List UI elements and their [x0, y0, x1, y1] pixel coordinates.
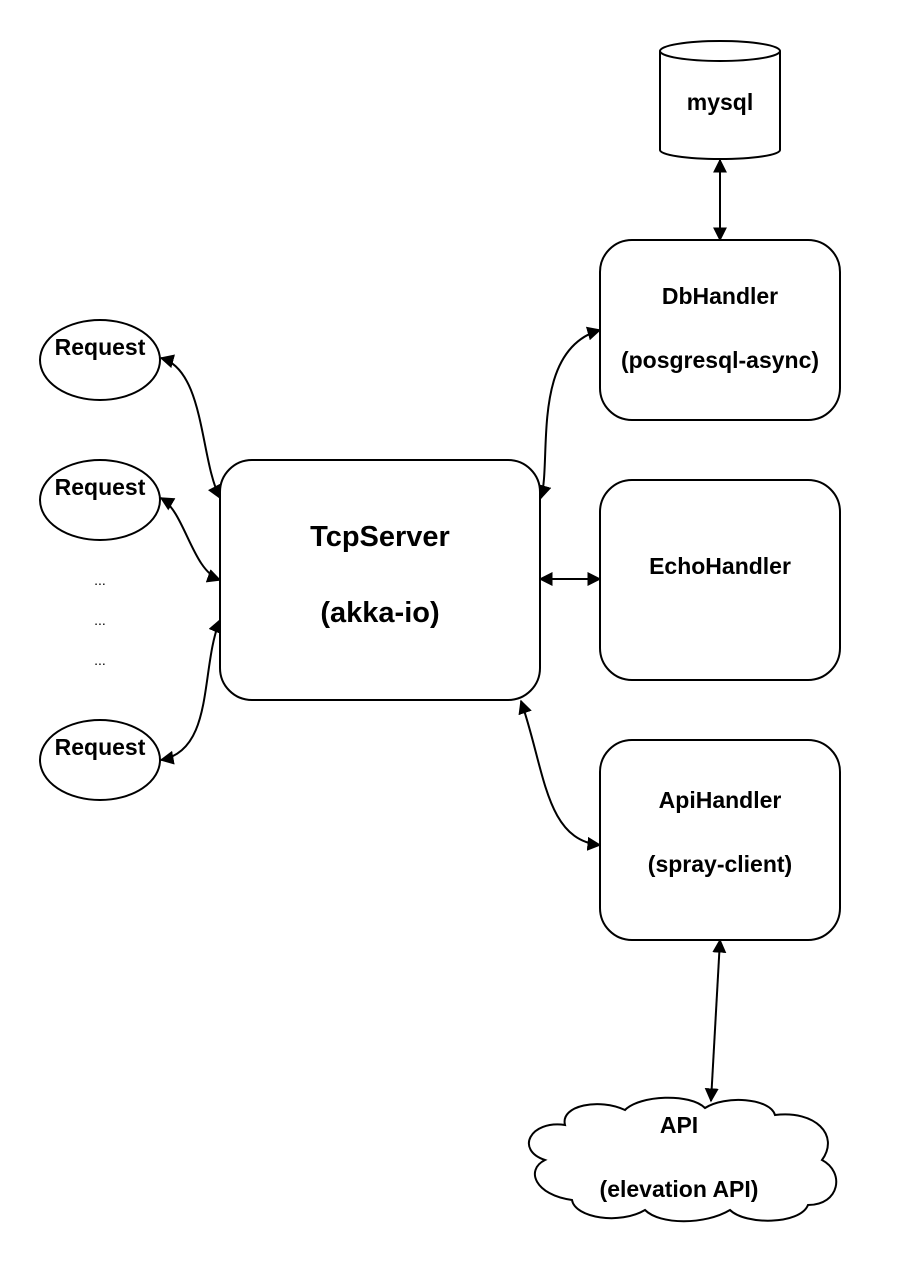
tcpserver-subtitle: (akka-io) [320, 597, 439, 629]
request-node: Request [39, 719, 161, 801]
api-subtitle: (elevation API) [600, 1176, 759, 1202]
edge-request-3-tcpserver [159, 618, 222, 765]
mysql-label: mysql [687, 89, 753, 115]
edges [159, 158, 727, 1103]
request-label: Request [55, 734, 146, 760]
ellipsis-text: ... [94, 612, 106, 628]
tcpserver-node: TcpServer (akka-io) [219, 459, 541, 701]
request-node: Request [39, 459, 161, 541]
edge-tcpserver-apihandler [518, 699, 602, 851]
mysql-node: mysql [659, 40, 781, 160]
edge-request-1-tcpserver [159, 354, 221, 500]
echohandler-node: EchoHandler [599, 479, 841, 681]
request-label: Request [55, 474, 146, 500]
apihandler-node: ApiHandler (spray-client) [599, 739, 841, 941]
request-node: Request [39, 319, 161, 401]
dbhandler-subtitle: (posgresql-async) [621, 347, 819, 373]
dbhandler-node: DbHandler (posgresql-async) [599, 239, 841, 421]
apihandler-subtitle: (spray-client) [648, 851, 792, 877]
ellipsis-text: ... [94, 652, 106, 668]
api-cloud-node: API (elevation API) [527, 1096, 838, 1223]
api-title: API [660, 1112, 698, 1138]
tcpserver-title: TcpServer [310, 521, 450, 553]
edge-apihandler-api [704, 938, 727, 1103]
request-label: Request [55, 334, 146, 360]
apihandler-title: ApiHandler [659, 787, 782, 813]
ellipsis-text: ... [94, 572, 106, 588]
edge-request-2-tcpserver [159, 497, 222, 583]
echohandler-title: EchoHandler [649, 553, 791, 579]
dbhandler-title: DbHandler [662, 283, 778, 309]
edge-tcpserver-dbhandler [537, 326, 602, 500]
